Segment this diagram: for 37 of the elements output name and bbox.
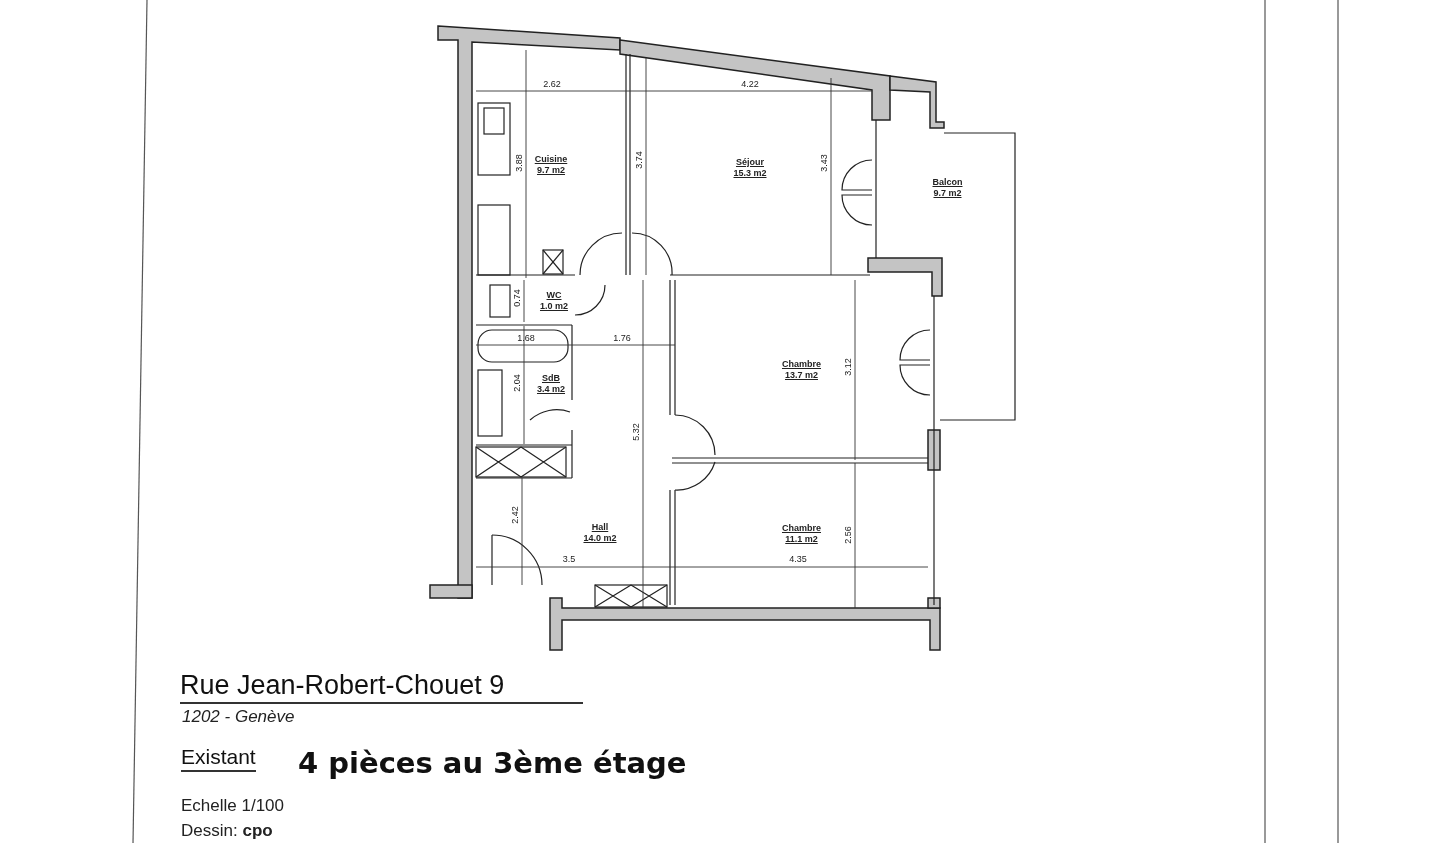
room-area-value: 3.4 m2 xyxy=(537,384,565,395)
room-name: Séjour xyxy=(736,156,764,168)
room-name: WC xyxy=(546,290,562,301)
dimension-label: 3.74 xyxy=(634,151,644,169)
room-name: Balcon xyxy=(932,176,963,188)
room-name: Chambre xyxy=(782,523,821,534)
dimension-label: 3.43 xyxy=(819,154,829,172)
room-area-value: 1.0 m2 xyxy=(540,301,568,312)
room-name: Cuisine xyxy=(534,154,568,165)
room-name: Chambre xyxy=(782,359,821,370)
room-area-value: 14.0 m2 xyxy=(583,532,617,544)
dimension-label: 5.32 xyxy=(631,423,641,441)
dimension-label: 4.22 xyxy=(741,79,759,89)
drawn-by-note: Dessin: cpo xyxy=(181,820,273,842)
dimension-label: 2.62 xyxy=(543,79,561,89)
dimension-label: 3.12 xyxy=(843,358,853,376)
room-name: SdB xyxy=(542,373,560,384)
dimension-label: 2.04 xyxy=(512,374,522,392)
room-area-value: 11.1 m2 xyxy=(785,534,818,545)
room-area-value: 9.7 m2 xyxy=(933,187,962,199)
address-title: Rue Jean-Robert-Chouet 9 xyxy=(180,668,583,704)
status-label: Existant xyxy=(181,744,256,772)
dimension-label: 3.88 xyxy=(514,154,524,172)
dimension-label: 0.74 xyxy=(512,289,522,307)
apartment-description: 4 pièces au 3ème étage xyxy=(298,745,687,782)
dimension-label: 3.5 xyxy=(562,554,576,564)
room-area-value: 15.3 m2 xyxy=(733,167,767,179)
room-area-value: 13.7 m2 xyxy=(785,370,818,381)
scale-note: Echelle 1/100 xyxy=(181,795,285,817)
postcode-city: 1202 - Genève xyxy=(182,706,295,728)
dimension-label: 1.76 xyxy=(613,333,631,343)
dimension-label: 2.56 xyxy=(843,526,853,544)
room-name: Hall xyxy=(591,521,609,533)
dimension-label: 2.42 xyxy=(510,506,520,524)
dimension-label: 1.68 xyxy=(517,333,535,343)
room-area-value: 9.7 m2 xyxy=(537,165,565,176)
dimension-label: 4.35 xyxy=(789,554,807,564)
